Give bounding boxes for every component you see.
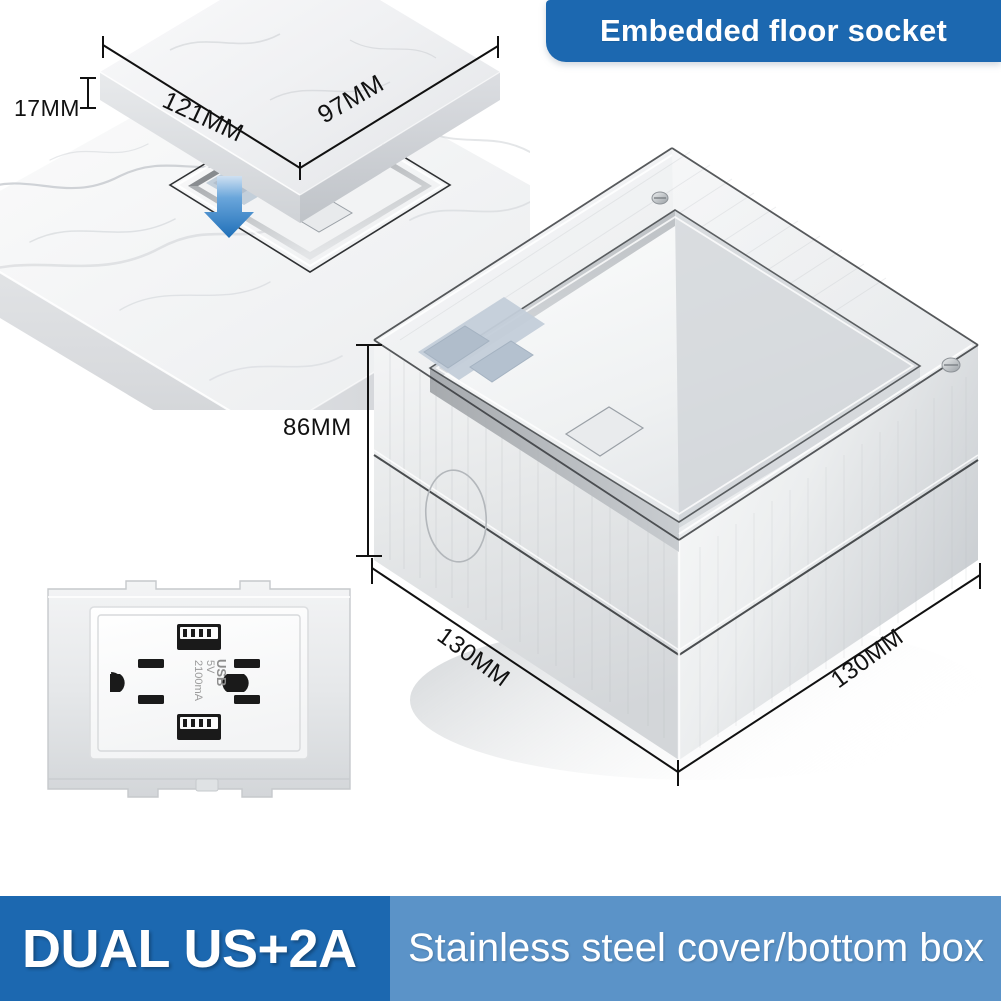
- box-right-face: [679, 345, 978, 760]
- dimension-label-thickness: 17MM: [14, 95, 80, 121]
- dimension-label-box-length: 130MM: [432, 622, 515, 693]
- dimension-label-box-height: 86MM: [283, 414, 352, 441]
- rim-square-plate: [564, 406, 645, 457]
- cable-knockout: [424, 469, 488, 563]
- footer-left-label: DUAL US+2A: [22, 918, 357, 979]
- fixing-screw: [651, 191, 669, 205]
- width-dimension-line: [677, 563, 981, 773]
- down-arrow-icon: [204, 176, 254, 238]
- footer-banner: DUAL US+2A Stainless steel cover/bottom …: [0, 896, 1001, 1001]
- footer-right-label: Stainless steel cover/bottom box: [408, 926, 984, 970]
- usb-wall-socket: [38, 571, 383, 824]
- usb-port-top: [177, 624, 221, 650]
- usb-port-bottom: [177, 714, 221, 740]
- length-dimension-line: [371, 558, 679, 786]
- footer-left-section: DUAL US+2A: [0, 896, 390, 1001]
- fixing-screw: [941, 357, 961, 373]
- dimension-label-box-width: 130MM: [826, 623, 909, 694]
- footer-right-section: Stainless steel cover/bottom box: [390, 896, 1001, 1001]
- outlet-right: [222, 659, 260, 704]
- socket-faceplate: [89, 606, 309, 760]
- header-banner-title: Embedded floor socket: [600, 13, 947, 48]
- header-banner: Embedded floor socket: [546, 0, 1001, 62]
- countertop-illustration: [0, 0, 611, 480]
- outlet-left: [110, 659, 164, 704]
- cover-dimension-lines: [80, 36, 499, 180]
